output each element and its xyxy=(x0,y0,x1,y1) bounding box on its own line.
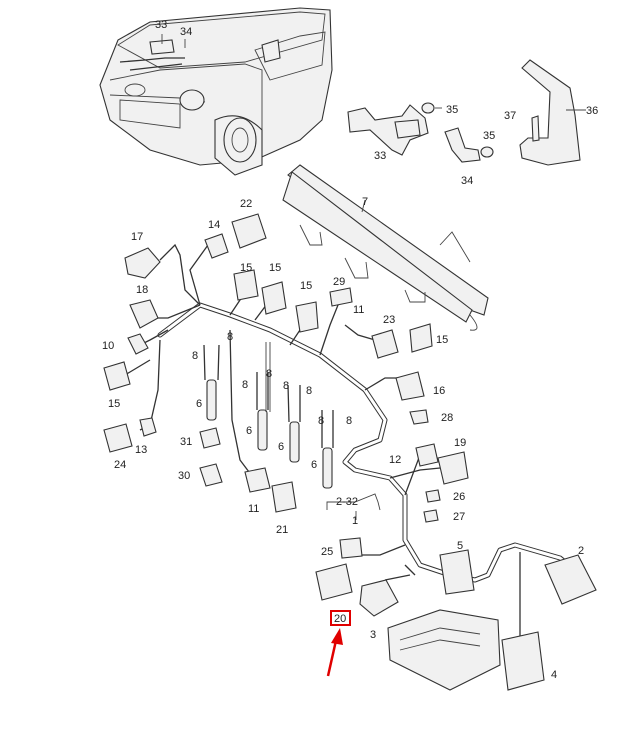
label-31: 31 xyxy=(180,436,192,448)
label-3: 3 xyxy=(370,629,376,641)
label-15b: 15 xyxy=(269,262,281,274)
cable-channel xyxy=(282,164,489,331)
label-8b: 8 xyxy=(227,331,233,343)
part-labels: 33 34 35 35 37 36 33 34 7 22 14 17 15 15… xyxy=(102,19,598,681)
label-28: 28 xyxy=(441,412,453,424)
label-35b: 35 xyxy=(483,130,495,142)
label-12: 12 xyxy=(389,454,401,466)
label-22: 22 xyxy=(240,198,252,210)
label-27: 27 xyxy=(453,511,465,523)
label-14: 14 xyxy=(208,219,220,231)
label-33a: 33 xyxy=(155,19,167,31)
label-29: 29 xyxy=(333,276,345,288)
brackets-group xyxy=(347,59,581,166)
label-33b: 33 xyxy=(374,150,386,162)
label-18: 18 xyxy=(136,284,148,296)
label-8e: 8 xyxy=(283,380,289,392)
label-1: 1 xyxy=(352,515,358,527)
label-16: 16 xyxy=(433,385,445,397)
label-13: 13 xyxy=(135,444,147,456)
label-6b: 6 xyxy=(246,425,252,437)
van-illustration xyxy=(99,7,333,176)
label-30: 30 xyxy=(178,470,190,482)
wiring-harness xyxy=(119,243,578,640)
label-8f: 8 xyxy=(306,385,312,397)
connectors xyxy=(103,213,597,691)
red-arrow-head xyxy=(331,628,343,645)
label-2: 2 xyxy=(578,545,584,557)
label-4: 4 xyxy=(551,669,557,681)
label-8h: 8 xyxy=(346,415,352,427)
label-20: 20 xyxy=(334,613,346,625)
label-6a: 6 xyxy=(196,398,202,410)
label-35a: 35 xyxy=(446,104,458,116)
label-10: 10 xyxy=(102,340,114,352)
label-11a: 11 xyxy=(353,304,364,316)
cable-ties xyxy=(203,342,334,489)
label-15d: 15 xyxy=(436,334,448,346)
label-15a: 15 xyxy=(240,262,252,274)
label-11b: 11 xyxy=(248,503,259,515)
label-17: 17 xyxy=(131,231,143,243)
label-7: 7 xyxy=(362,196,368,208)
label-23: 23 xyxy=(383,314,395,326)
label-8a: 8 xyxy=(192,350,198,362)
label-25: 25 xyxy=(321,546,333,558)
label-6d: 6 xyxy=(311,459,317,471)
label-19: 19 xyxy=(454,437,466,449)
label-34b: 34 xyxy=(461,175,473,187)
label-8d: 8 xyxy=(266,368,272,380)
label-6c: 6 xyxy=(278,441,284,453)
label-36: 36 xyxy=(586,105,598,117)
highlight-marker xyxy=(326,610,351,677)
label-5: 5 xyxy=(457,540,463,552)
label-15c: 15 xyxy=(300,280,312,292)
label-15e: 15 xyxy=(108,398,120,410)
label-37: 37 xyxy=(504,110,516,122)
label-8g: 8 xyxy=(318,415,324,427)
highlight-box xyxy=(330,610,351,626)
label-34a: 34 xyxy=(180,26,192,38)
label-2-32: 2-32 xyxy=(336,496,358,508)
label-24: 24 xyxy=(114,459,126,471)
label-26: 26 xyxy=(453,491,465,503)
label-8c: 8 xyxy=(242,379,248,391)
leader-lines xyxy=(161,34,586,520)
label-21: 21 xyxy=(276,524,288,536)
